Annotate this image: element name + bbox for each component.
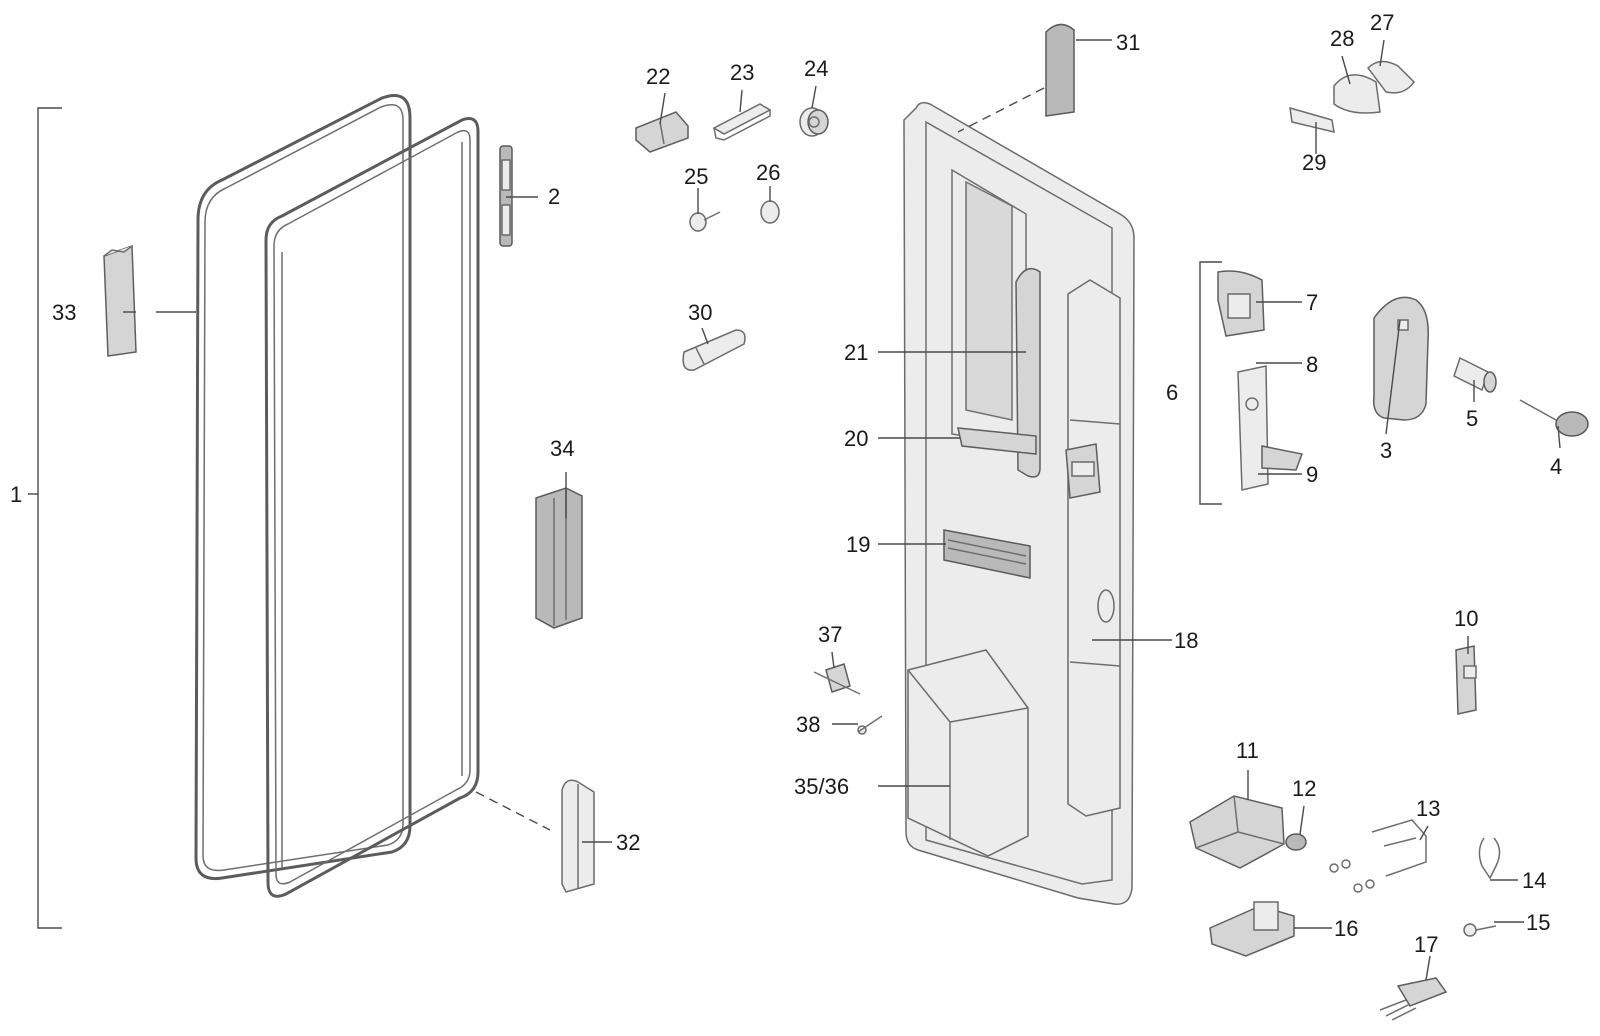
part-34-rubber-profile — [535, 487, 583, 629]
callout-26: 26 — [756, 160, 780, 185]
part-22-clip — [635, 111, 689, 153]
callout-20: 20 — [844, 426, 868, 451]
callout-32: 32 — [616, 830, 640, 855]
part-4-key — [1519, 399, 1589, 437]
part-28-cover — [1333, 74, 1381, 114]
callout-22: 22 — [646, 64, 670, 89]
part-11-switch — [1189, 795, 1285, 869]
part-13-wire-bracket — [1329, 819, 1427, 893]
leader-dash-32 — [475, 791, 551, 831]
callout-9: 9 — [1306, 462, 1318, 487]
callout-25: 25 — [684, 164, 708, 189]
part-20-slide — [957, 427, 1037, 455]
part-32-corner-cap — [561, 779, 595, 893]
part-19-vent — [943, 529, 1031, 579]
callout-5: 5 — [1466, 406, 1478, 431]
callout-labels: 1 2 3 4 5 6 7 8 9 10 11 12 13 14 15 16 1… — [10, 10, 1562, 957]
part-8-9-latch-plate — [1237, 365, 1304, 491]
callout-27: 27 — [1370, 10, 1394, 35]
callout-37: 37 — [818, 622, 842, 647]
callout-3: 3 — [1380, 438, 1392, 463]
group-bracket-1 — [28, 107, 62, 929]
part-15-screw — [1463, 923, 1497, 937]
callout-30: 30 — [688, 300, 712, 325]
door-frame-profile — [264, 117, 480, 898]
part-2-hinge-strip — [499, 145, 513, 247]
part-16-switch-base — [1209, 901, 1295, 957]
callout-24: 24 — [804, 56, 828, 81]
part-29-base — [1289, 106, 1335, 133]
callout-17: 17 — [1414, 932, 1438, 957]
part-30-cover — [682, 329, 746, 371]
part-31-profile — [1045, 23, 1075, 117]
callout-11: 11 — [1236, 738, 1259, 763]
callout-2: 2 — [548, 184, 560, 209]
door-seal-outer-frame — [194, 94, 412, 881]
callout-28: 28 — [1330, 26, 1354, 51]
group-bracket-6 — [1199, 261, 1222, 505]
callout-1: 1 — [10, 482, 22, 507]
part-25-screw — [689, 211, 721, 232]
part-35-36-bin — [907, 649, 1029, 857]
part-33-profile — [103, 244, 137, 357]
part-10-clip — [1455, 645, 1477, 715]
leader-dash-31 — [957, 87, 1045, 133]
callout-4: 4 — [1550, 454, 1562, 479]
part-5-cylinder — [1453, 356, 1497, 393]
callout-16: 16 — [1334, 916, 1358, 941]
door-window — [965, 180, 1013, 421]
leader-lines — [123, 39, 1561, 981]
callout-31: 31 — [1116, 30, 1140, 55]
fridge-door-panel — [903, 101, 1135, 905]
callout-29: 29 — [1302, 150, 1326, 175]
callout-8: 8 — [1306, 352, 1318, 377]
callout-6: 6 — [1166, 380, 1178, 405]
callout-7: 7 — [1306, 290, 1318, 315]
callout-38: 38 — [796, 712, 820, 737]
part-14-clip — [1478, 837, 1501, 880]
part-18-strip — [1067, 279, 1121, 817]
callout-23: 23 — [730, 60, 754, 85]
callout-13: 13 — [1416, 796, 1440, 821]
callout-19: 19 — [846, 532, 870, 557]
callout-14: 14 — [1522, 868, 1546, 893]
callout-21: 21 — [844, 340, 868, 365]
part-27-cap — [1367, 60, 1415, 94]
callout-34: 34 — [550, 436, 574, 461]
callout-15: 15 — [1526, 910, 1550, 935]
part-17-connector — [1379, 977, 1448, 1021]
callout-33: 33 — [52, 300, 76, 325]
part-37-hinge-pin — [813, 663, 861, 695]
part-12-plunger — [1285, 833, 1307, 851]
callout-10: 10 — [1454, 606, 1478, 631]
callout-35-36: 35/36 — [794, 774, 849, 799]
part-24-grommet — [799, 107, 829, 137]
part-26-cap — [760, 200, 780, 224]
door-handle — [1015, 267, 1041, 478]
callout-18: 18 — [1174, 628, 1198, 653]
callout-12: 12 — [1292, 776, 1316, 801]
part-3-lock-cover — [1372, 296, 1429, 421]
part-7-lock-housing — [1217, 270, 1265, 337]
part-38-screw — [857, 715, 883, 735]
part-23-bracket — [712, 103, 772, 141]
